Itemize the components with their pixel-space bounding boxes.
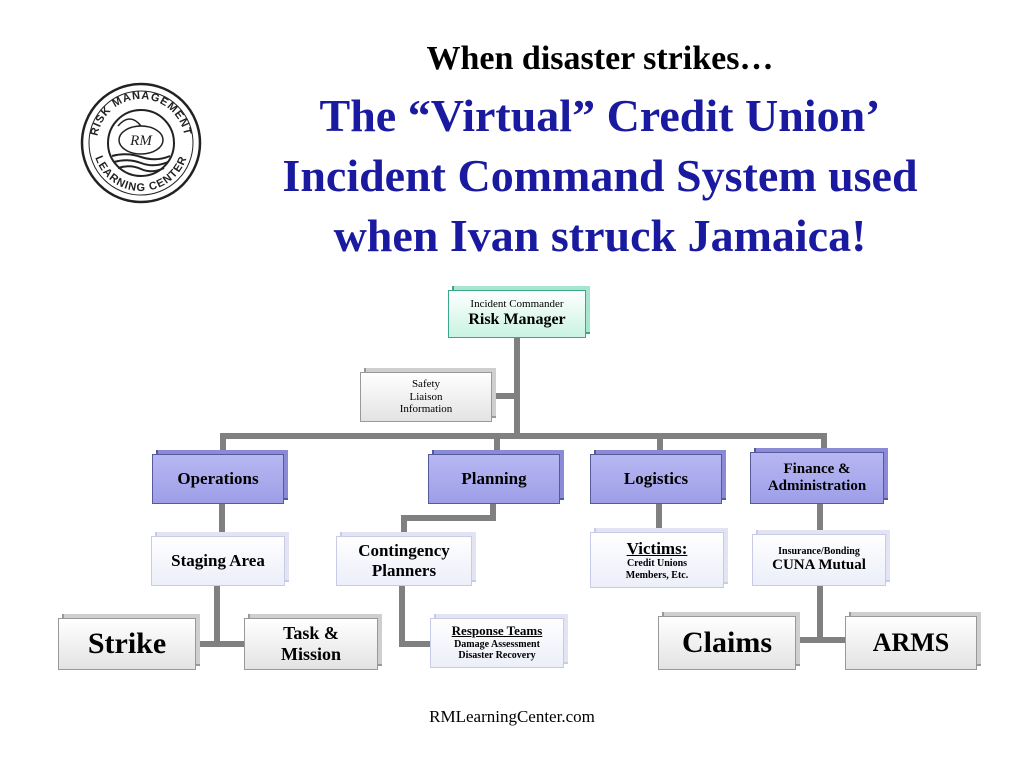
insurance-bonding-box: Insurance/Bonding CUNA Mutual bbox=[752, 534, 886, 586]
contingency-label-1: Contingency bbox=[358, 541, 450, 561]
victims-box: Victims: Credit Unions Members, Etc. bbox=[590, 532, 724, 588]
commander-title: Risk Manager bbox=[468, 311, 566, 329]
response-teams-box: Response Teams Damage Assessment Disaste… bbox=[430, 618, 564, 668]
slide-title-main: The “Virtual” Credit Union’ Incident Com… bbox=[200, 86, 1000, 266]
planning-section-box: Planning bbox=[428, 454, 560, 504]
mission-label: Mission bbox=[280, 644, 341, 664]
victims-credit-unions: Credit Unions bbox=[626, 558, 688, 570]
cuna-mutual-label: CUNA Mutual bbox=[772, 557, 866, 574]
victims-members: Members, Etc. bbox=[625, 569, 689, 581]
commander-role: Incident Commander bbox=[470, 298, 564, 311]
finance-label-2: Administration bbox=[767, 478, 867, 494]
claims-box: Claims bbox=[658, 616, 796, 670]
claims-label: Claims bbox=[682, 625, 772, 659]
damage-assessment-label: Damage Assessment bbox=[454, 638, 540, 650]
planning-label: Planning bbox=[461, 469, 527, 489]
task-label: Task & bbox=[283, 623, 339, 644]
contingency-planners-box: Contingency Planners bbox=[336, 536, 472, 586]
insurance-label: Insurance/Bonding bbox=[778, 545, 860, 557]
victims-heading: Victims: bbox=[626, 538, 688, 558]
response-teams-heading: Response Teams bbox=[451, 623, 543, 639]
footer-website: RMLearningCenter.com bbox=[429, 707, 595, 726]
finance-administration-section-box: Finance & Administration bbox=[750, 452, 884, 504]
title-line-4: when Ivan struck Jamaica! bbox=[333, 210, 867, 261]
staging-area-box: Staging Area bbox=[151, 536, 285, 586]
risk-management-logo-seal: RISK MANAGEMENT LEARNING CENTER RM bbox=[80, 82, 202, 204]
strike-label: Strike bbox=[87, 626, 167, 660]
staff-safety: Safety bbox=[411, 378, 441, 391]
slide-title-line-1: When disaster strikes… bbox=[426, 40, 774, 77]
arms-box: ARMS bbox=[845, 616, 977, 670]
command-staff-box: Safety Liaison Information bbox=[360, 372, 492, 422]
disaster-recovery-label: Disaster Recovery bbox=[458, 650, 536, 662]
logo-monogram: RM bbox=[129, 133, 153, 149]
staff-liaison: Liaison bbox=[409, 390, 443, 403]
arms-label: ARMS bbox=[872, 628, 950, 658]
incident-commander-box: Incident Commander Risk Manager bbox=[448, 290, 586, 338]
operations-section-box: Operations bbox=[152, 454, 284, 504]
title-line-2: The “Virtual” Credit Union’ bbox=[319, 90, 881, 141]
staff-information: Information bbox=[399, 403, 453, 416]
finance-label-1: Finance & bbox=[783, 460, 851, 477]
logistics-label: Logistics bbox=[623, 469, 689, 489]
task-mission-box: Task & Mission bbox=[244, 618, 378, 670]
logistics-section-box: Logistics bbox=[590, 454, 722, 504]
operations-label: Operations bbox=[177, 469, 259, 489]
staging-area-label: Staging Area bbox=[171, 551, 265, 571]
contingency-label-2: Planners bbox=[371, 561, 437, 580]
strike-box: Strike bbox=[58, 618, 196, 670]
title-line-3: Incident Command System used bbox=[282, 150, 918, 201]
